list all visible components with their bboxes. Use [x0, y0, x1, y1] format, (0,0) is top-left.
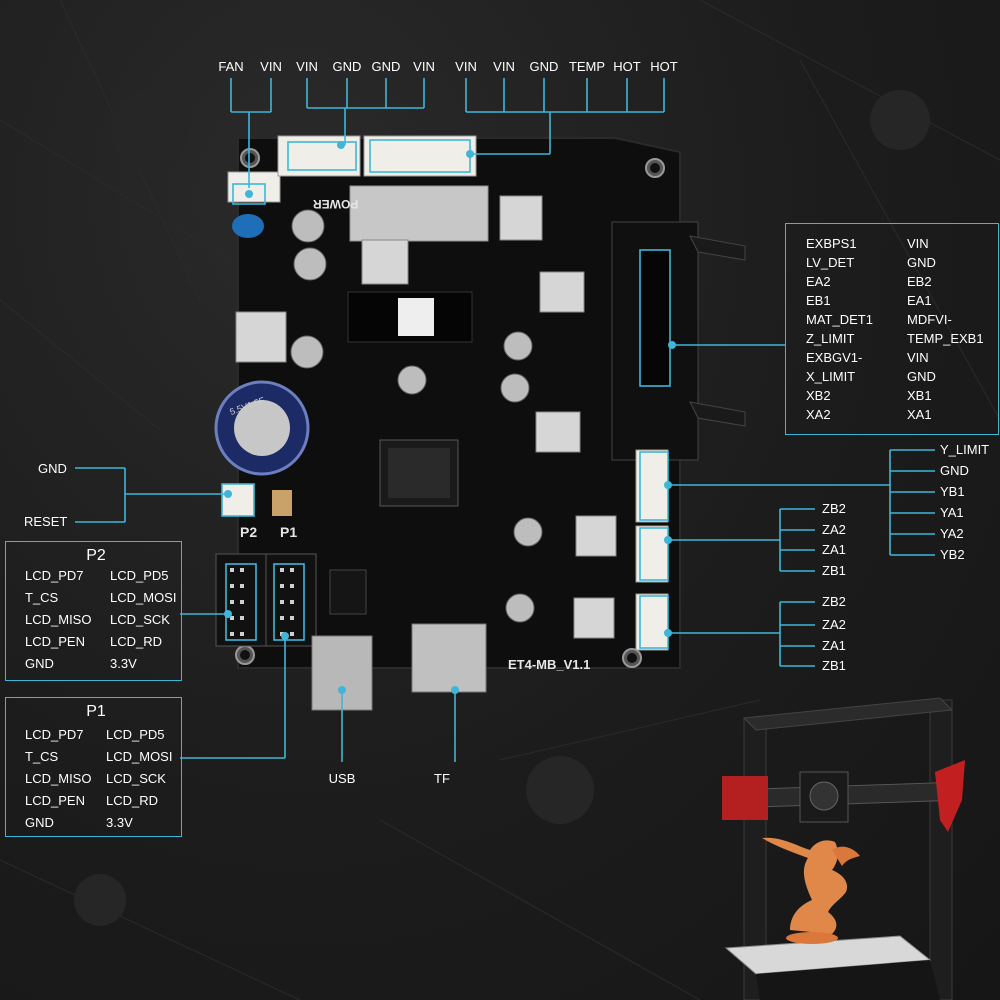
exp-pin-left: LV_DET	[806, 255, 855, 270]
exp-pin-right: VIN	[907, 350, 929, 365]
z2-pin: ZB2	[822, 594, 846, 609]
pin-label: HOT	[650, 59, 678, 74]
z2-pin: ZB1	[822, 658, 846, 673]
p1-pin-left: LCD_PEN	[25, 793, 85, 808]
exp-pin-left: XA2	[806, 407, 831, 422]
p1-pin-right: 3.3V	[106, 815, 133, 830]
exp-pin-right: TEMP_EXB1	[907, 331, 984, 346]
exp-pin-right: EA1	[907, 293, 932, 308]
p1-pin-left: LCD_MISO	[25, 771, 92, 786]
board-silk-p1: P1	[280, 524, 298, 540]
y-pin: YB1	[940, 484, 965, 499]
p2-pinout	[5, 541, 182, 681]
p1-title: P1	[86, 703, 106, 720]
p2-pin-left: LCD_MISO	[25, 612, 92, 627]
pin-label: GND	[371, 59, 401, 74]
p1-pin-left: GND	[25, 815, 54, 830]
pin-label: VIN	[260, 59, 282, 74]
pin-label: VIN	[455, 59, 477, 74]
exp-pin-left: EA2	[806, 274, 831, 289]
exp-pin-right: MDFVI-	[907, 312, 952, 327]
exp-pin-left: EB1	[806, 293, 831, 308]
pin-label: HOT	[613, 59, 641, 74]
z2-pin: ZA1	[822, 638, 846, 653]
tf-label: TF	[434, 771, 450, 786]
z1-pin: ZA2	[822, 522, 846, 537]
p2-pin-left: GND	[25, 656, 54, 671]
p2-title: P2	[86, 547, 106, 564]
p2-pin-left: LCD_PEN	[25, 634, 85, 649]
p2-pin-left: LCD_PD7	[25, 568, 84, 583]
exp-pin-right: GND	[907, 255, 936, 270]
y-pin: YA1	[940, 505, 964, 520]
pin-label: FAN	[218, 59, 244, 74]
z1-pin: ZB1	[822, 563, 846, 578]
exp-connector-pinout	[785, 223, 999, 435]
p1-pin-left: LCD_PD7	[25, 727, 84, 742]
pin-label: TEMP	[568, 59, 606, 74]
exp-pin-left: MAT_DET1	[806, 312, 873, 327]
board-silk-p2: P2	[240, 524, 258, 540]
p1-pin-left: T_CS	[25, 749, 59, 764]
z1-pin: ZB2	[822, 501, 846, 516]
p1-pin-right: LCD_PD5	[106, 727, 165, 742]
z2-pin: ZA2	[822, 617, 846, 632]
exp-pin-left: EXBPS1	[806, 236, 857, 251]
pin-label: VIN	[296, 59, 318, 74]
z1-pin: ZA1	[822, 542, 846, 557]
exp-pin-left: Z_LIMIT	[806, 331, 855, 346]
p2-pin-right: LCD_PD5	[110, 568, 169, 583]
p1-pinout	[5, 697, 182, 837]
pin-label: GND	[332, 59, 362, 74]
pin-label: VIN	[413, 59, 435, 74]
p2-pin-left: T_CS	[25, 590, 59, 605]
p2-pin-right: LCD_MOSI	[110, 590, 177, 605]
p2-pin-right: LCD_RD	[110, 634, 163, 649]
exp-pin-left: X_LIMIT	[806, 369, 856, 384]
p2-pin-right: 3.3V	[110, 656, 137, 671]
y-pin: YA2	[940, 526, 964, 541]
board-model: ET4-MB_V1.1	[508, 657, 591, 672]
exp-pin-left: EXBGV1-	[806, 350, 863, 365]
p1-pin-right: LCD_MOSI	[106, 749, 173, 764]
exp-pin-right: XB1	[907, 388, 932, 403]
pin-label: VIN	[493, 59, 515, 74]
p1-pin-right: LCD_RD	[106, 793, 159, 808]
p2-pin-right: LCD_SCK	[110, 612, 170, 627]
y-pin: YB2	[940, 547, 965, 562]
reset-gnd-label: GND	[38, 461, 67, 476]
exp-pin-right: VIN	[907, 236, 929, 251]
reset-label: RESET	[24, 514, 68, 529]
exp-pin-left: XB2	[806, 388, 831, 403]
exp-pin-right: XA1	[907, 407, 932, 422]
pin-label: GND	[529, 59, 559, 74]
exp-pin-right: GND	[907, 369, 936, 384]
usb-label: USB	[328, 771, 356, 786]
y-pin: Y_LIMIT	[940, 442, 990, 457]
p1-pin-right: LCD_SCK	[106, 771, 166, 786]
y-pin: GND	[940, 463, 969, 478]
exp-pin-right: EB2	[907, 274, 932, 289]
